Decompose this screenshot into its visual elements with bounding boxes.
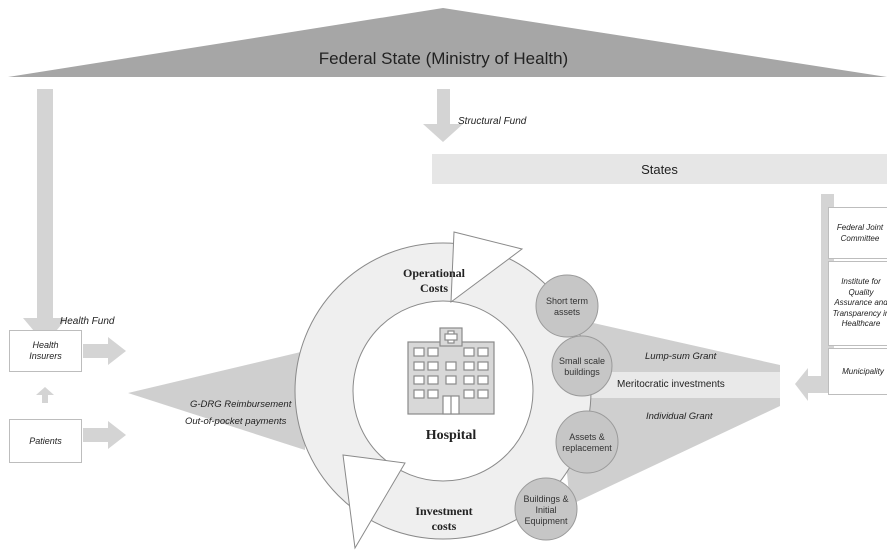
asset-circle-replacement	[555, 410, 619, 474]
health-fund-label: Health Fund	[60, 316, 115, 327]
patients-arrow	[83, 421, 126, 449]
structural-fund-label: Structural Fund	[458, 116, 527, 127]
buildings-equipment-label: Buildings & Initial Equipment	[523, 494, 569, 526]
investment-costs-label: Investment costs	[415, 504, 473, 533]
lump-sum-wedge	[560, 320, 780, 372]
institute-quality-label: Institute for Quality Assurance and Tran…	[832, 277, 887, 329]
municipality-label: Municipality	[842, 367, 884, 376]
operational-arrowhead	[450, 231, 524, 304]
investment-arrowhead	[342, 454, 406, 550]
individual-grant-label: Individual Grant	[646, 411, 713, 422]
federal-title: Federal State (Ministry of Health)	[318, 49, 569, 68]
meritocratic-label: Meritocratic investments	[617, 379, 725, 390]
asset-circle-short-term	[535, 274, 599, 338]
hospital-label: Hospital	[425, 428, 477, 443]
health-insurers-label: Health Insurers	[29, 340, 62, 361]
gdrg-label: G-DRG Reimbursement	[190, 399, 292, 410]
patients-label: Patients	[29, 435, 62, 446]
insurers-arrow	[83, 337, 126, 365]
individual-wedge	[560, 398, 780, 505]
structural-fund-arrow	[423, 89, 463, 142]
assets-replacement-label: Assets & replacement	[562, 432, 612, 453]
states-band	[432, 154, 887, 184]
states-title: States	[641, 162, 678, 177]
federal-joint-committee-box: Federal Joint Committee	[828, 207, 887, 259]
institute-quality-box: Institute for Quality Assurance and Tran…	[828, 261, 887, 346]
asset-circle-small-scale	[551, 335, 613, 397]
patients-box: Patients	[9, 419, 82, 463]
health-fund-arrow	[23, 89, 67, 344]
patients-to-insurers-arrow	[36, 387, 54, 403]
municipality-box: Municipality	[828, 348, 887, 395]
small-scale-buildings-label: Small scale buildings	[558, 356, 605, 377]
hospital-icon	[407, 327, 495, 415]
federal-roof	[8, 8, 887, 77]
lump-sum-label: Lump-sum Grant	[645, 351, 717, 362]
meritocratic-band	[578, 372, 780, 398]
reimbursement-wedge	[128, 351, 305, 450]
out-of-pocket-label: Out-of-pocket payments	[185, 416, 287, 427]
health-insurers-box: Health Insurers	[9, 330, 82, 372]
asset-circle-buildings	[514, 477, 578, 541]
right-funding-arrow	[795, 194, 834, 401]
operational-costs-label: Operational Costs	[403, 266, 465, 295]
short-term-assets-label: Short term assets	[545, 296, 588, 317]
federal-joint-committee-label: Federal Joint Committee	[836, 223, 884, 243]
